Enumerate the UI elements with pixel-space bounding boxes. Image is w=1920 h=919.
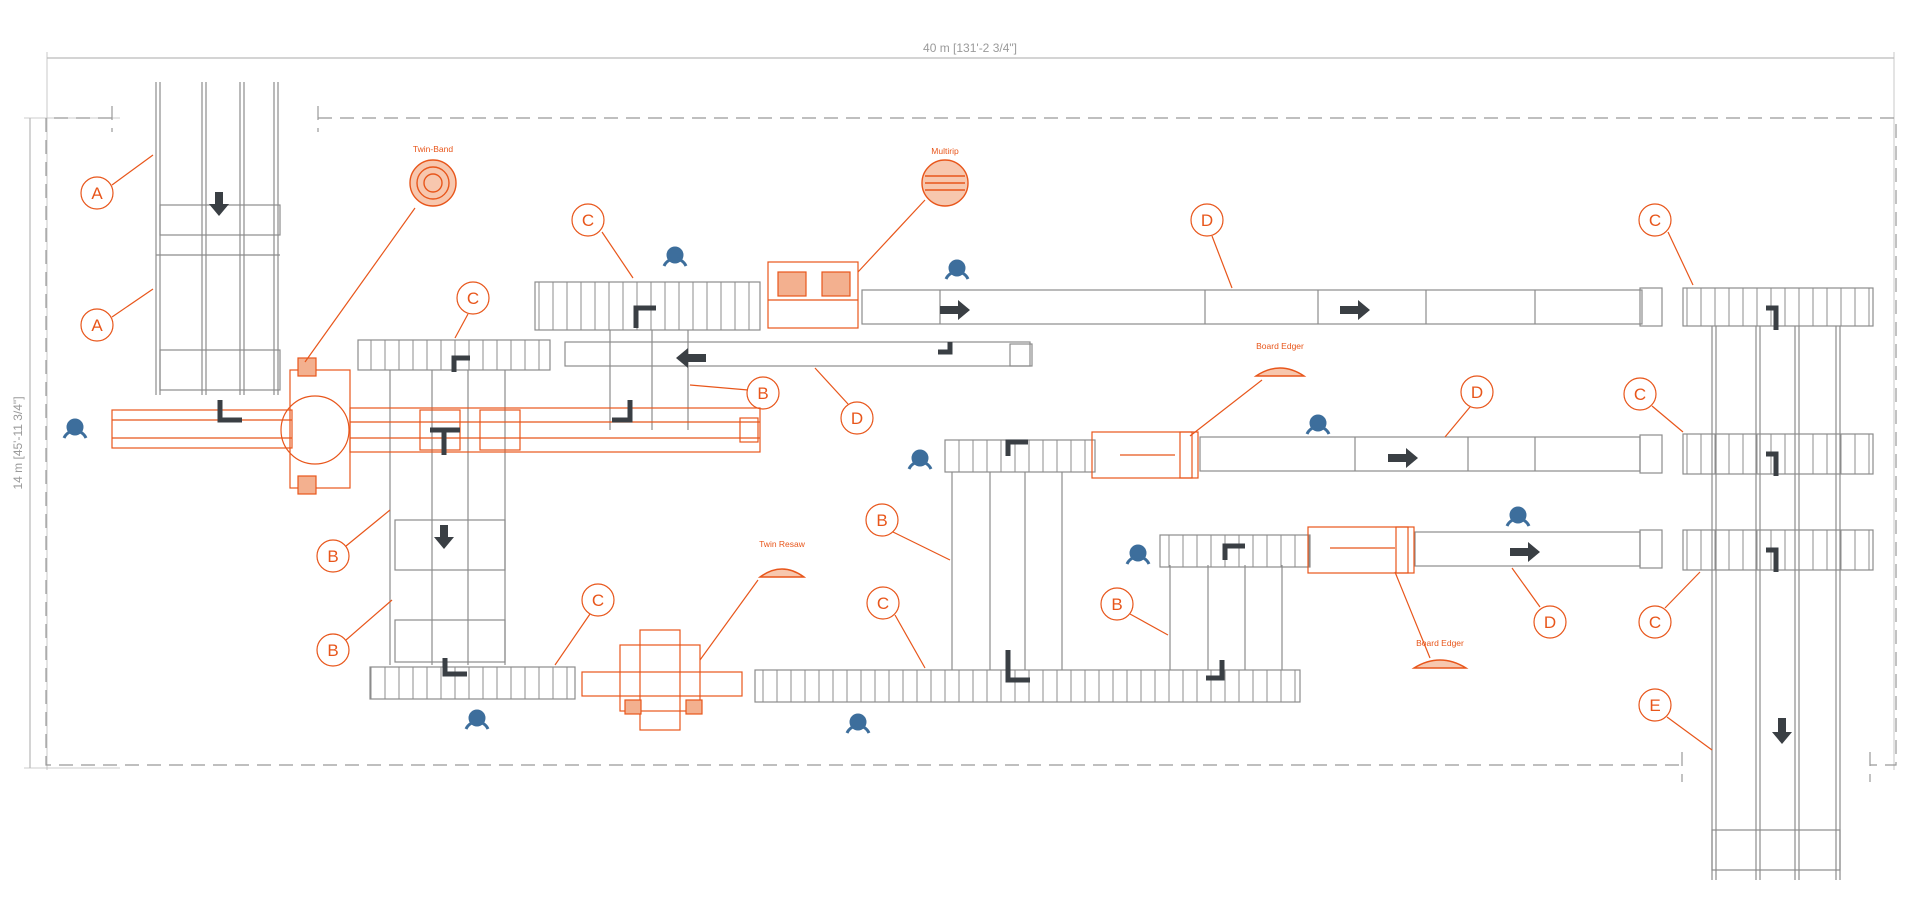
callout-letter: C (1649, 211, 1661, 230)
transfer-c-bottom-center (754, 669, 1301, 703)
conveyor-d-middle (1199, 436, 1641, 472)
callout-letter: C (877, 594, 889, 613)
callout-letter: D (1544, 613, 1556, 632)
callout-letter: B (327, 547, 338, 566)
callout-letter: D (851, 409, 863, 428)
callout-letter: C (592, 591, 604, 610)
callout-letter: A (91, 316, 103, 335)
operator-icon (662, 246, 688, 267)
board-edger-icon (757, 367, 1469, 669)
return-conveyor-d (564, 341, 1031, 367)
twin-resaw-machine (581, 629, 743, 731)
operator-icon (62, 418, 88, 439)
turn-arrows (217, 305, 1779, 683)
multirip-machine (767, 261, 859, 329)
operator-icon (907, 449, 933, 470)
log-deck-a (155, 82, 281, 395)
building-boundary (45, 106, 1897, 782)
callout-letter: E (1649, 696, 1660, 715)
width-dimension-label: 40 m [131'-2 3/4"] (923, 41, 1017, 55)
callout-letter: D (1471, 383, 1483, 402)
callout-letter: B (876, 511, 887, 530)
twin-band-icon (409, 159, 457, 207)
multirip-label: Multirip (931, 146, 959, 156)
callout-letter: B (327, 641, 338, 660)
board-edger-label-2: Board Edger (1416, 638, 1464, 648)
overall-width-dimension: 40 m [131'-2 3/4"] (46, 41, 1895, 770)
transfer-c-bottom-left (369, 666, 576, 700)
operator-icon (944, 259, 970, 280)
callouts (80, 154, 1713, 751)
operator-icons (62, 246, 1531, 734)
operator-icon (464, 709, 490, 730)
operator-icon (845, 713, 871, 734)
board-edger-label-1: Board Edger (1256, 341, 1304, 351)
operator-icon (1125, 544, 1151, 565)
twin-band-label: Twin-Band (413, 144, 453, 154)
operator-icon (1505, 506, 1531, 527)
callout-letter: A (91, 184, 103, 203)
board-edger-2 (1307, 526, 1415, 574)
callout-letter: B (757, 384, 768, 403)
callout-letter: C (582, 211, 594, 230)
callout-letter: C (467, 289, 479, 308)
machines (111, 261, 1415, 731)
board-edger-1 (1091, 431, 1199, 479)
callout-letter: C (1634, 385, 1646, 404)
callout-letter: D (1201, 211, 1213, 230)
conveyor-d-top (861, 289, 1643, 325)
operator-icon (1305, 414, 1331, 435)
twin-band-machine (111, 357, 761, 495)
outfeed-e (1711, 326, 1841, 880)
multirip-icon (921, 159, 969, 207)
machine-leaders (304, 199, 1431, 661)
flow-arrows (209, 192, 1792, 744)
callout-letters: A A C C C C C C C B B B B B D D D D E (91, 184, 1661, 715)
edger-infeed-2 (1159, 534, 1311, 568)
conveyors (155, 82, 1874, 880)
height-dimension-label: 14 m [45'-11 3/4"] (11, 396, 25, 489)
edger-infeed-1 (944, 439, 1096, 473)
callout-letter: C (1649, 613, 1661, 632)
overall-height-dimension: 14 m [45'-11 3/4"] (11, 117, 120, 769)
twin-resaw-label: Twin Resaw (759, 539, 806, 549)
callout-letter: B (1111, 595, 1122, 614)
